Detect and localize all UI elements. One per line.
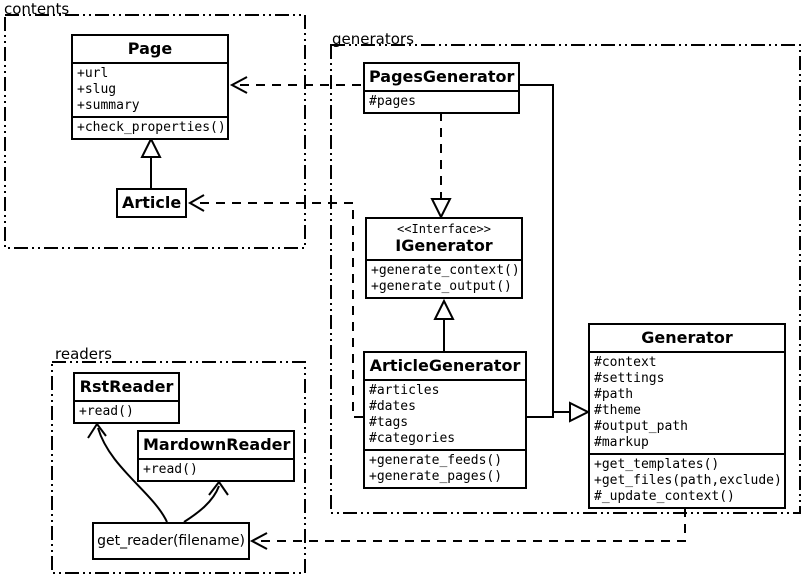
generalization-articlegenerator-to-generator-line (527, 412, 554, 418)
attribute: #articles (369, 383, 440, 398)
class-box-igenerator: <<Interface>> IGenerator +generate_conte… (365, 217, 523, 299)
arrow-getreader-to-mardownreader-arrowhead-icon (208, 480, 229, 496)
attribute: #categories (369, 431, 456, 446)
attribute: +url (77, 66, 109, 81)
method: +generate_pages() (369, 469, 503, 484)
generators-package-frame (330, 44, 801, 514)
attribute: #dates (369, 399, 416, 414)
attribute: #markup (594, 435, 649, 450)
compartment-divider (365, 90, 518, 92)
compartment-divider (590, 351, 784, 353)
compartment-divider (139, 458, 293, 460)
class-name-text: IGenerator (395, 236, 493, 255)
attribute: #output_path (594, 419, 688, 434)
generalization-to-generator-triangle-icon (569, 401, 591, 423)
attribute: +summary (77, 98, 140, 113)
method: #_update_context() (594, 489, 735, 504)
class-title-generator: Generator (641, 328, 733, 347)
contents-package-frame (4, 14, 306, 249)
dependency-articlegenerator-to-article-arrowhead-icon (187, 194, 205, 212)
class-box-articlegenerator: ArticleGenerator #articles #dates #tags … (363, 351, 527, 489)
compartment-divider (365, 449, 525, 451)
class-box-article: Article (116, 188, 187, 218)
class-box-generator: Generator #context #settings #path #them… (588, 323, 786, 509)
attributes-compartment: #articles #dates #tags #categories (365, 381, 525, 449)
methods-compartment: +get_templates() +get_files(path,exclude… (590, 455, 784, 507)
methods-compartment: +check_properties() (73, 118, 227, 138)
realization-pagesgenerator-to-igenerator-triangle-icon (430, 198, 452, 220)
compartment-divider (73, 62, 227, 64)
class-box-mardownreader: MardownReader +read() (137, 430, 295, 482)
attribute: #settings (594, 371, 665, 386)
compartment-divider (73, 116, 227, 118)
arrow-getreader-to-rstreader-arrowhead-icon (87, 422, 107, 439)
class-title-article: Article (122, 193, 182, 212)
class-title-articlegenerator: ArticleGenerator (369, 356, 521, 375)
arrow-getreader-to-mardownreader-line (183, 485, 220, 523)
compartment-divider (367, 259, 521, 261)
attribute: +slug (77, 82, 117, 97)
attributes-compartment: #pages (365, 92, 518, 112)
package-label-generators: generators (332, 30, 414, 48)
class-title-page: Page (127, 39, 173, 58)
arrow-getreader-to-rstreader-line (97, 427, 168, 523)
method: +generate_feeds() (369, 453, 503, 468)
attribute: #path (594, 387, 634, 402)
class-title-mardownreader: MardownReader (143, 435, 291, 454)
method: +read() (79, 404, 134, 419)
dependency-pagesgenerator-to-page-arrowhead-icon (229, 76, 248, 94)
compartment-divider (365, 379, 525, 381)
methods-compartment: +generate_feeds() +generate_pages() (365, 451, 525, 487)
attributes-compartment: +url +slug +summary (73, 64, 227, 116)
class-box-pagesgenerator: PagesGenerator #pages (363, 62, 520, 114)
function-box-get-reader: get_reader(filename) (92, 522, 250, 560)
dependency-generator-to-getreader-line (254, 508, 686, 542)
attribute: #pages (369, 94, 416, 109)
methods-compartment: +read() (139, 460, 293, 480)
package-label-readers: readers (55, 345, 112, 363)
methods-compartment: +generate_context() +generate_output() (367, 261, 521, 297)
attribute: #tags (369, 415, 409, 430)
dependency-generator-to-getreader-arrowhead-icon (249, 532, 268, 550)
attribute: #context (594, 355, 657, 370)
readers-package-frame (51, 361, 306, 574)
class-title-pagesgenerator: PagesGenerator (369, 67, 515, 86)
method: +generate_output() (371, 279, 512, 294)
class-box-page: Page +url +slug +summary +check_properti… (71, 34, 229, 140)
method: +check_properties() (77, 120, 226, 135)
method: +read() (143, 462, 198, 477)
method: +get_files(path,exclude) (594, 473, 782, 488)
generalization-article-to-page-triangle-icon (140, 136, 162, 158)
attributes-compartment: #context #settings #path #theme #output_… (590, 353, 784, 453)
generalization-pagesgenerator-to-generator-line (520, 84, 554, 412)
class-box-rstreader: RstReader +read() (73, 372, 180, 424)
method: +get_templates() (594, 457, 720, 472)
dependency-articlegenerator-to-article-line (193, 202, 363, 418)
package-label-contents: contents (4, 0, 70, 18)
class-title-rstreader: RstReader (79, 377, 174, 396)
compartment-divider (75, 400, 178, 402)
methods-compartment: +read() (75, 402, 178, 422)
stereotype-label: <<Interface>> (397, 222, 491, 236)
method: +generate_context() (371, 263, 520, 278)
attribute: #theme (594, 403, 641, 418)
class-title-igenerator: <<Interface>> IGenerator (367, 219, 521, 259)
generalization-articlegenerator-to-igenerator-triangle-icon (433, 298, 455, 320)
compartment-divider (590, 453, 784, 455)
